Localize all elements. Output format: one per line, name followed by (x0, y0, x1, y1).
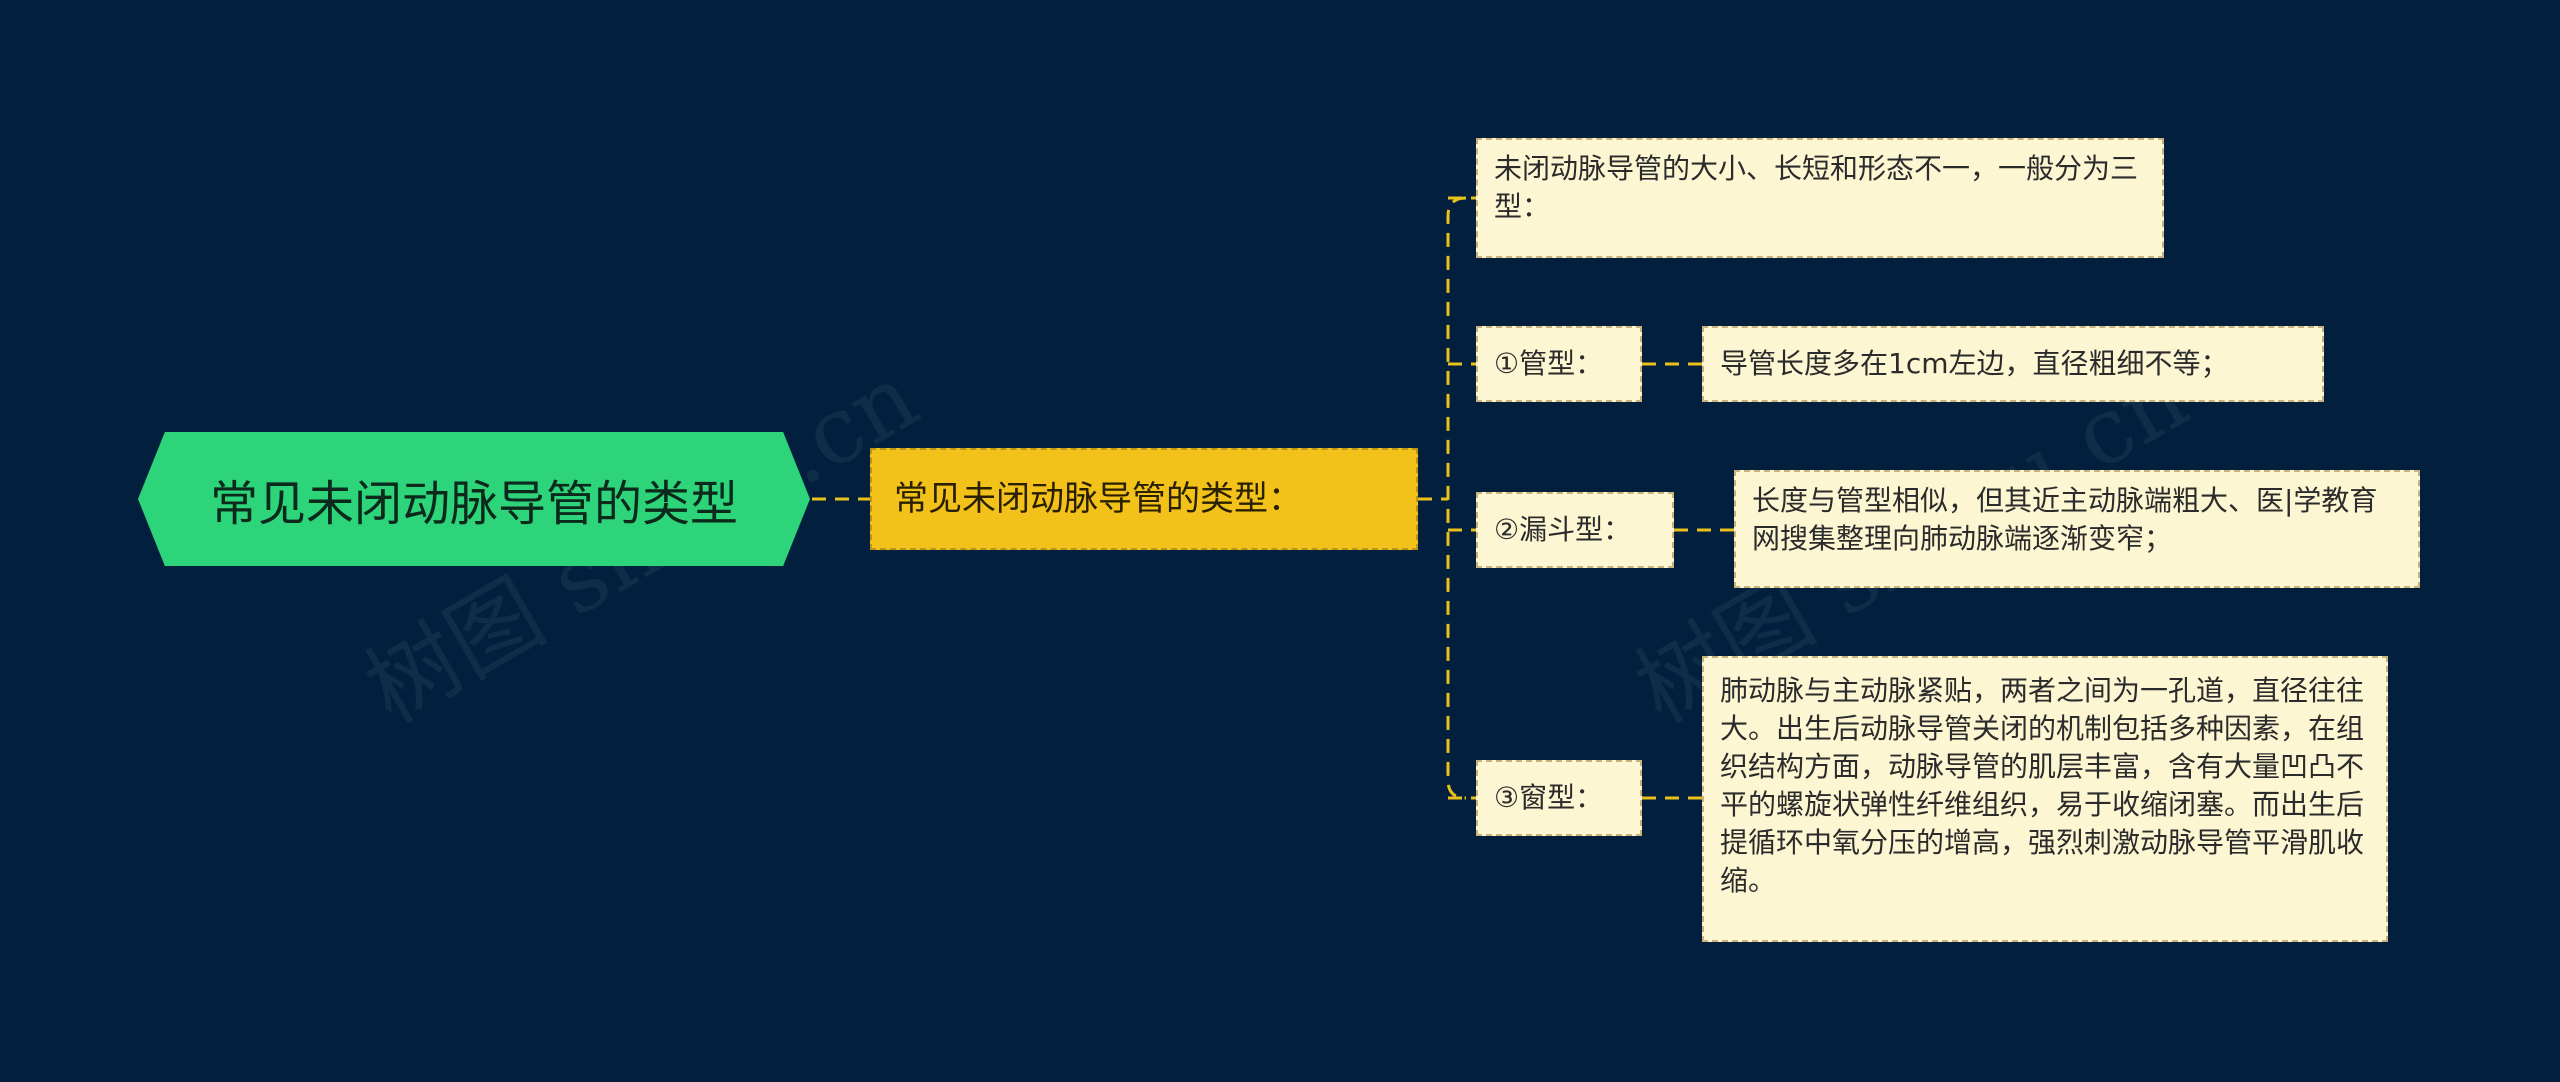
root-node-label: 常见未闭动脉导管的类型 (209, 476, 738, 532)
detail-node-window-type[interactable]: 肺动脉与主动脉紧贴，两者之间为一孔道，直径往往大。出生后动脉导管关闭的机制包括多… (1702, 656, 2388, 942)
child-node-label: ②漏斗型： (1494, 513, 1632, 546)
branch-node[interactable]: 常见未闭动脉导管的类型： (870, 448, 1418, 550)
root-node[interactable]: 常见未闭动脉导管的类型 (138, 432, 810, 566)
detail-node-text: 长度与管型相似，但其近主动脉端粗大、医|学教育网搜集整理向肺动脉端逐渐变窄； (1752, 484, 2378, 555)
child-node-label: ①管型： (1494, 347, 1604, 380)
detail-node-text: 肺动脉与主动脉紧贴，两者之间为一孔道，直径往往大。出生后动脉导管关闭的机制包括多… (1720, 674, 2365, 897)
child-node-tube-type[interactable]: ①管型： (1476, 326, 1642, 402)
child-node-window-type[interactable]: ③窗型： (1476, 760, 1642, 836)
child-node-label: 未闭动脉导管的大小、长短和形态不一，一般分为三型： (1494, 152, 2139, 223)
detail-node-text: 导管长度多在1cm左边，直径粗细不等； (1720, 347, 2229, 380)
branch-node-label: 常见未闭动脉导管的类型： (894, 479, 1302, 519)
child-node-funnel-type[interactable]: ②漏斗型： (1476, 492, 1674, 568)
trunk-connector (1446, 196, 1467, 800)
child-node-label: ③窗型： (1494, 781, 1604, 814)
detail-node-funnel-type[interactable]: 长度与管型相似，但其近主动脉端粗大、医|学教育网搜集整理向肺动脉端逐渐变窄； (1734, 470, 2420, 588)
detail-node-tube-type[interactable]: 导管长度多在1cm左边，直径粗细不等； (1702, 326, 2324, 402)
child-node-intro[interactable]: 未闭动脉导管的大小、长短和形态不一，一般分为三型： (1476, 138, 2164, 258)
